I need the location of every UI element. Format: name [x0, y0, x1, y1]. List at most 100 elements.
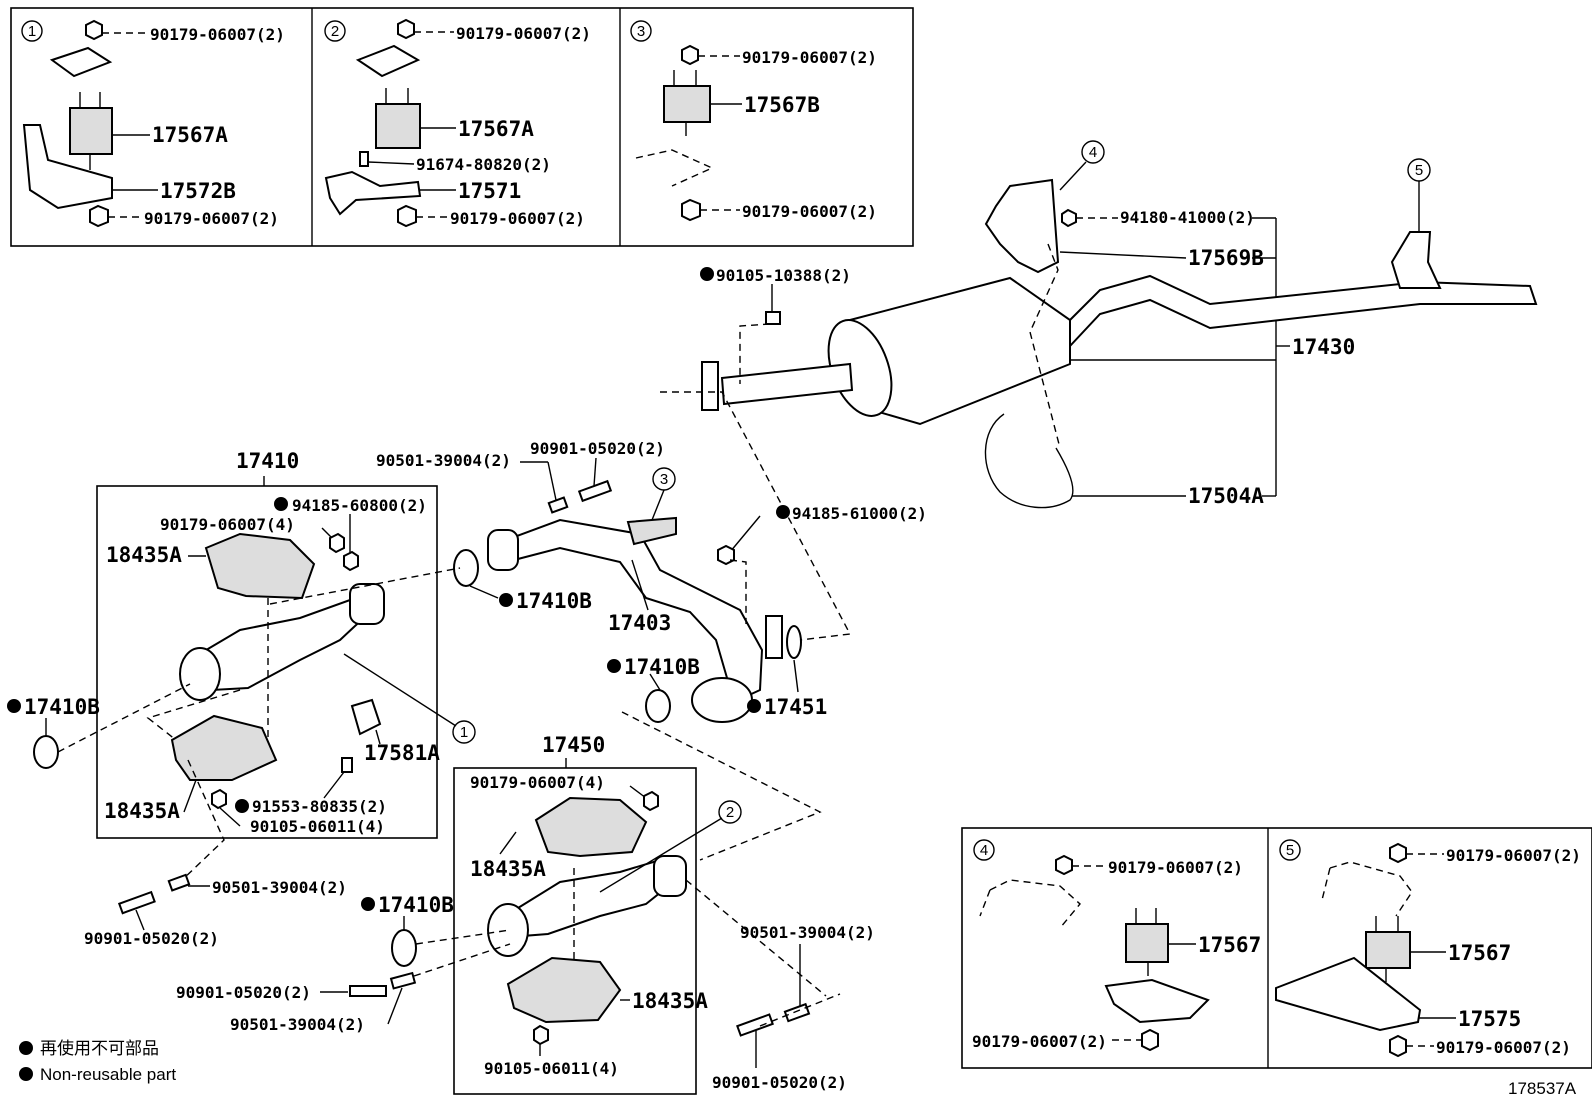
plate-outline-icon: [989, 879, 1081, 929]
non-reusable-dot: [19, 1067, 33, 1081]
plate-icon: [355, 44, 421, 78]
panel-2-top-nut: 90179-06007(2): [456, 24, 591, 43]
panel-5-bracket: 17575: [1458, 1007, 1521, 1031]
panel-3-bottom-nut: 90179-06007(2): [742, 202, 877, 221]
gasket-17410b-right-label: 17410B: [378, 893, 454, 917]
bracket-17581a-label: 17581A: [364, 741, 440, 765]
non-reusable-dot: [747, 699, 761, 713]
panel-3-number: 3: [637, 23, 645, 40]
flange-icon: [765, 615, 783, 659]
flange-icon: [691, 677, 753, 723]
flange-icon: [653, 855, 687, 897]
bolt-icon: [577, 479, 613, 503]
panel-3-top-nut: 90179-06007(2): [742, 48, 877, 67]
top-panels-frame: [10, 7, 914, 247]
callout-2: 2: [726, 804, 734, 821]
bolt-icon: [349, 985, 387, 997]
shield-top-label: 18435A: [106, 543, 182, 567]
bracket-icon: [1275, 956, 1422, 1032]
plate-outline-icon: [635, 149, 714, 187]
gasket-icon: [391, 929, 417, 967]
bolt-05020-right-right-label: 90901-05020(2): [712, 1073, 847, 1092]
right-converter-17450-label: 17450: [542, 733, 605, 757]
panel-2-bolt: 91674-80820(2): [416, 155, 551, 174]
left-converter-frame: [96, 485, 438, 839]
panel-2-number: 2: [331, 23, 339, 40]
plate-outline-icon: [1329, 861, 1413, 917]
heat-shield-icon: [170, 714, 278, 781]
callout-5: 5: [1415, 162, 1423, 179]
panel-2-mount: 17567A: [458, 117, 534, 141]
panel-5: 5 90179-06007(2) 17567 17575 90179-06007…: [1275, 839, 1581, 1058]
nut-icon: [211, 788, 227, 810]
bolt-05020-label: 90901-05020(2): [530, 439, 665, 458]
nut-icon: [717, 544, 735, 566]
flange-icon: [349, 583, 385, 625]
nut-icon: [1055, 854, 1073, 876]
non-reusable-dot: [7, 699, 21, 713]
nut-icon: [1061, 208, 1077, 228]
callout-4: 4: [1089, 144, 1097, 161]
bracket-icon: [626, 516, 677, 546]
nut-icon: [1389, 842, 1407, 864]
inlet-pipe-icon: [720, 362, 854, 406]
diagram-id: 178537A: [1508, 1079, 1577, 1098]
panel-4-top-nut: 90179-06007(2): [1108, 858, 1243, 877]
panel-4-bottom-nut: 90179-06007(2): [972, 1032, 1107, 1051]
nut-06007-right-label: 90179-06007(4): [470, 773, 605, 792]
rubber-mount-icon: [375, 103, 421, 149]
nut-icon: [397, 204, 417, 228]
bottom-panels-frame: [961, 827, 1592, 1069]
gasket-icon: [786, 625, 802, 659]
panel-1-bracket: 17572B: [160, 179, 236, 203]
gasket-17451-label: 17451: [764, 695, 827, 719]
tailpipe-assembly: 4 94180-41000(2) 17569B 17430 5 17504A: [700, 140, 1538, 509]
bolt-06011-right-label: 90105-06011(4): [484, 1059, 619, 1078]
panel-4: 4 90179-06007(2) 17567 90179-06007(2): [972, 839, 1261, 1052]
rubber-mount-icon: [69, 107, 113, 155]
bracket-icon: [324, 170, 422, 216]
nut-icon: [85, 19, 103, 41]
gasket-17410b-lower-label: 17410B: [624, 655, 700, 679]
panel-1-number: 1: [28, 23, 36, 40]
strap-17504a-label: 17504A: [1188, 484, 1264, 508]
bolt-06011-label: 90105-06011(4): [250, 817, 385, 836]
nut-icon: [329, 532, 345, 554]
non-reusable-dot: [776, 505, 790, 519]
panel-4-mount: 17567: [1198, 933, 1261, 957]
non-reusable-dot: [274, 497, 288, 511]
callout-1: 1: [460, 724, 468, 741]
non-reusable-dot: [235, 799, 249, 813]
bolt-39004-right-right-label: 90501-39004(2): [740, 923, 875, 942]
stud-icon: [389, 971, 417, 990]
nut-icon: [643, 790, 659, 812]
plate-icon: [49, 46, 113, 78]
panel-3-mount: 17567B: [744, 93, 820, 117]
legend-en: Non-reusable part: [40, 1065, 176, 1084]
panel-5-top-nut: 90179-06007(2): [1446, 846, 1581, 865]
non-reusable-dot: [700, 267, 714, 281]
plate-icon: [1104, 978, 1210, 1024]
bolt-80835-label: 91553-80835(2): [252, 797, 387, 816]
shield-top-right-label: 18435A: [470, 857, 546, 881]
heat-shield-icon: [204, 532, 316, 600]
panel-1-top-nut: 90179-06007(2): [150, 25, 285, 44]
panel-4-number: 4: [980, 842, 988, 859]
panel-3: 3 90179-06007(2) 17567B 90179-06007(2): [630, 20, 877, 222]
hanger-bracket-icon: [984, 178, 1060, 274]
nut-icon: [533, 1024, 549, 1046]
non-reusable-dot: [607, 659, 621, 673]
hanger-17569b-label: 17569B: [1188, 246, 1264, 270]
stud-icon: [547, 496, 569, 514]
left-converter-assembly: 17410 94185-60800(2) 90179-06007(4) 1843…: [7, 449, 476, 948]
bolt-05020-lower-label: 90901-05020(2): [84, 929, 219, 948]
flange-icon: [487, 529, 519, 571]
heat-shield-icon: [506, 956, 622, 1024]
flange-icon: [179, 647, 221, 701]
stud-icon: [167, 873, 191, 892]
legend-jp: 再使用不可部品: [40, 1038, 159, 1058]
front-pipe-17403-label: 17403: [608, 611, 671, 635]
nut-icon: [343, 550, 359, 572]
